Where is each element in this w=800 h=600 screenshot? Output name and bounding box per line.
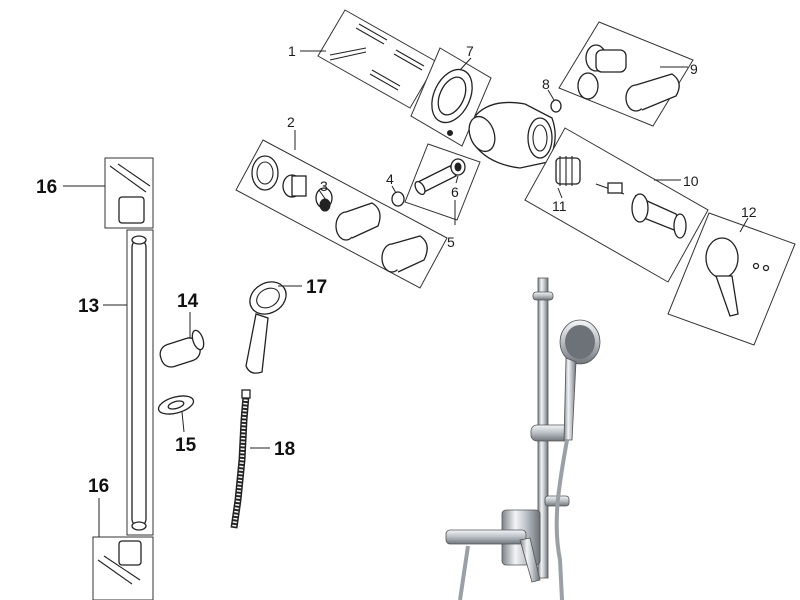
hose-retaining-ring-icon <box>157 395 195 415</box>
thermostatic-cartridge-icon <box>555 156 687 239</box>
thermostatic-cartridge-box <box>524 127 709 283</box>
part-label-12: 12 <box>741 204 757 220</box>
part-label-16-bottom: 16 <box>88 476 109 497</box>
flow-cartridge-box <box>404 143 481 221</box>
part-label-3: 3 <box>320 178 328 194</box>
slider-bracket-icon <box>159 329 205 368</box>
riser-rail-icon <box>126 229 154 536</box>
part-label-4: 4 <box>386 171 394 187</box>
part-label-8: 8 <box>542 76 550 92</box>
shower-hose-icon <box>230 389 251 529</box>
part-label-2: 2 <box>287 114 295 130</box>
o-ring-icon <box>391 191 405 207</box>
lever-handle-box <box>667 212 796 346</box>
part-label-10: 10 <box>683 173 699 189</box>
flow-cartridge-icon <box>414 158 466 196</box>
part-label-13: 13 <box>78 296 99 317</box>
rail-bracket-icon <box>118 196 145 224</box>
rail-bracket-box-top <box>104 157 154 229</box>
part-label-6: 6 <box>451 184 459 200</box>
part-label-5: 5 <box>447 234 455 250</box>
inlet-fittings-box <box>235 139 448 289</box>
leader-lines <box>63 50 749 537</box>
washer-icon <box>550 99 562 113</box>
rail-bracket-box-bottom <box>92 536 154 600</box>
part-label-11: 11 <box>552 198 567 214</box>
part-label-16-top: 16 <box>36 177 57 198</box>
part-label-18: 18 <box>274 439 295 460</box>
fixings-kit-box <box>317 9 438 109</box>
part-label-15: 15 <box>175 435 197 456</box>
wall-elbow-box <box>558 21 694 127</box>
valve-body-icon <box>468 101 556 169</box>
part-label-9: 9 <box>690 61 698 77</box>
handshower-icon <box>245 281 287 374</box>
assembled-shower-photo <box>445 277 601 600</box>
screw-icon <box>329 23 425 91</box>
lever-handle-icon <box>705 237 770 317</box>
wall-plate-icon <box>431 68 473 136</box>
part-label-14: 14 <box>177 291 199 312</box>
part-label-1: 1 <box>288 43 296 59</box>
wall-elbow-icon <box>577 44 680 112</box>
part-label-17: 17 <box>306 277 327 298</box>
part-label-7: 7 <box>466 43 474 59</box>
